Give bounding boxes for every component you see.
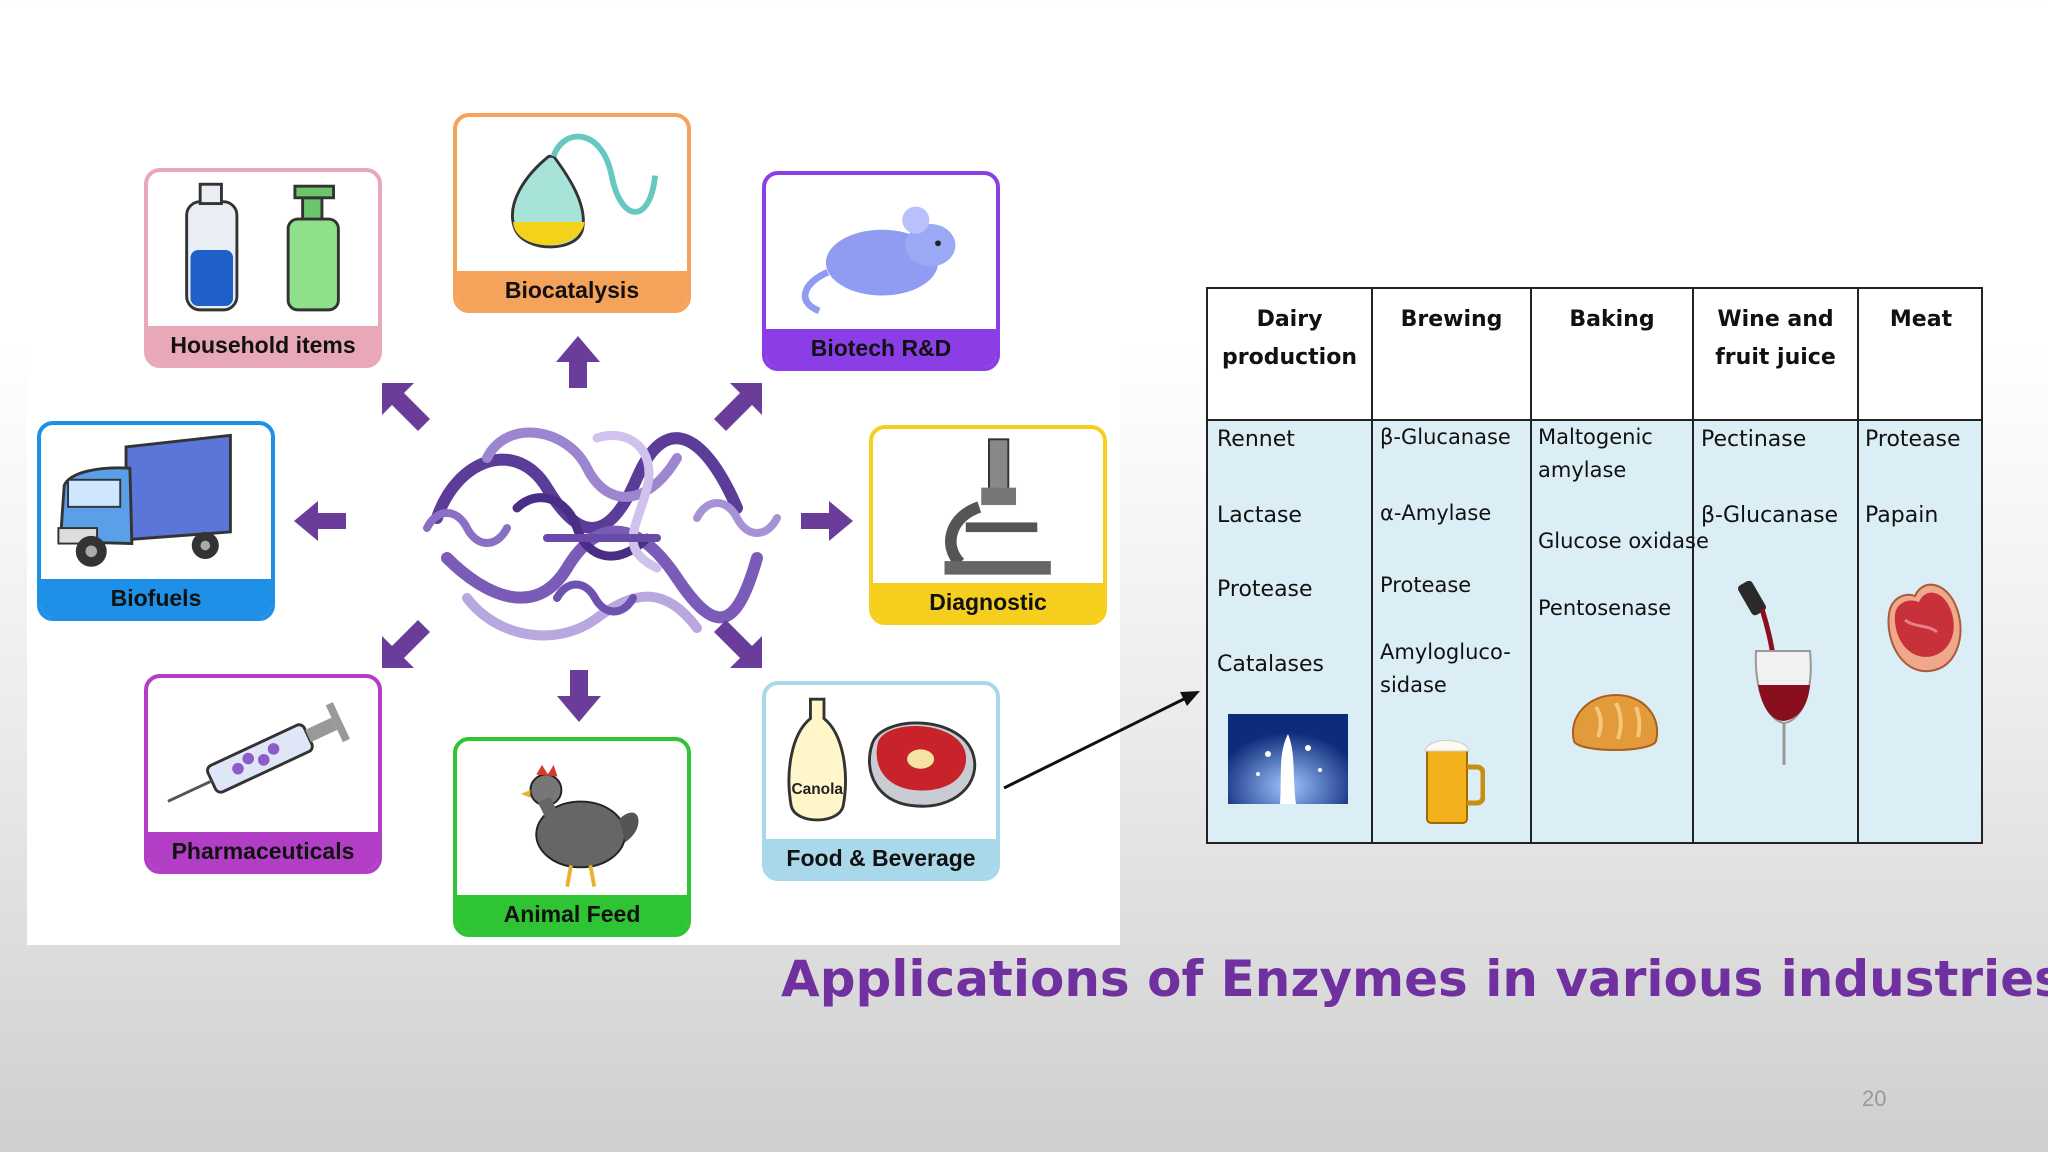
table-cell: Rennet bbox=[1217, 427, 1295, 452]
table-cell: Protease bbox=[1380, 573, 1472, 597]
table-cell: Protease bbox=[1217, 577, 1313, 602]
enzyme-applications-diagram: Household items Biocatalysis Biotech R&D bbox=[27, 113, 1120, 945]
table-cell: β-Glucanase bbox=[1380, 425, 1511, 449]
card-animal-feed: Animal Feed bbox=[453, 737, 691, 937]
milk-splash-icon bbox=[1228, 714, 1348, 804]
flask-icon bbox=[511, 133, 658, 249]
table-cell: α-Amylase bbox=[1380, 501, 1492, 525]
arrow-right-icon bbox=[801, 501, 853, 541]
mouse-icon bbox=[801, 206, 956, 315]
table-cell: Glucose oxidase bbox=[1538, 529, 1709, 553]
column-header-brewing: Brewing bbox=[1400, 307, 1503, 332]
arrow-down-left-icon bbox=[382, 620, 430, 668]
table-cell: Maltogenic amylase bbox=[1538, 425, 1653, 482]
canola-oil-and-meat-icon: Canola bbox=[787, 697, 977, 822]
table-cell: Lactase bbox=[1217, 503, 1302, 528]
card-food-beverage: Canola Food & Beverage bbox=[762, 681, 1000, 881]
bread-icon bbox=[1571, 693, 1659, 751]
card-biotech-rd: Biotech R&D bbox=[762, 171, 1000, 371]
wine-glass-icon bbox=[1738, 581, 1812, 765]
table-cell: Amylogluco- sidase bbox=[1380, 640, 1511, 697]
table-cell: Catalases bbox=[1217, 652, 1325, 677]
truck-icon bbox=[57, 433, 232, 567]
arrow-up-left-icon bbox=[382, 383, 430, 431]
card-household-items: Household items bbox=[144, 168, 382, 368]
arrow-left-icon bbox=[294, 501, 346, 541]
arrow-up-icon bbox=[556, 336, 600, 388]
column-header-meat: Meat bbox=[1889, 307, 1953, 332]
table-cell: β-Glucanase bbox=[1701, 503, 1839, 528]
card-biocatalysis: Biocatalysis bbox=[453, 113, 691, 313]
cleaning-bottles-icon bbox=[185, 182, 340, 312]
syringe-icon bbox=[167, 702, 350, 803]
slide-title: Applications of Enzymes in various indus… bbox=[781, 950, 2048, 1008]
table-cell: Papain bbox=[1865, 503, 1939, 528]
page-number: 20 bbox=[1862, 1086, 1887, 1111]
card-label: Pharmaceuticals bbox=[148, 832, 378, 870]
table-cell: Protease bbox=[1865, 427, 1961, 452]
card-label: Biocatalysis bbox=[457, 271, 687, 309]
enzyme-structure-icon bbox=[423, 427, 781, 641]
beer-mug-icon bbox=[1424, 740, 1485, 824]
column-header-dairy: Dairy production bbox=[1222, 307, 1357, 370]
card-label: Animal Feed bbox=[457, 895, 687, 933]
arrow-up-right-icon bbox=[714, 383, 762, 431]
table-cell: Pectinase bbox=[1701, 427, 1807, 452]
steak-icon bbox=[1887, 583, 1962, 673]
card-label: Biofuels bbox=[41, 579, 271, 617]
card-pharmaceuticals: Pharmaceuticals bbox=[144, 674, 382, 874]
column-header-baking: Baking bbox=[1569, 307, 1655, 332]
table-cell: Pentosenase bbox=[1538, 596, 1672, 620]
card-label: Food & Beverage bbox=[766, 839, 996, 877]
column-header-wine: Wine and fruit juice bbox=[1715, 307, 1836, 370]
card-diagnostic: Diagnostic bbox=[869, 425, 1107, 625]
canola-bottle-label: Canola bbox=[791, 781, 843, 798]
card-label: Biotech R&D bbox=[766, 329, 996, 367]
microscope-icon bbox=[944, 438, 1051, 575]
card-biofuels: Biofuels bbox=[37, 421, 275, 621]
enzyme-industry-table: Dairy production Brewing Baking Wine and… bbox=[1206, 287, 1983, 844]
arrow-down-icon bbox=[557, 670, 601, 722]
arrow-down-right-icon bbox=[714, 620, 762, 668]
table-header-row bbox=[1208, 289, 1981, 421]
chicken-icon bbox=[520, 764, 639, 887]
card-label: Household items bbox=[148, 326, 378, 364]
card-label: Diagnostic bbox=[873, 583, 1103, 621]
